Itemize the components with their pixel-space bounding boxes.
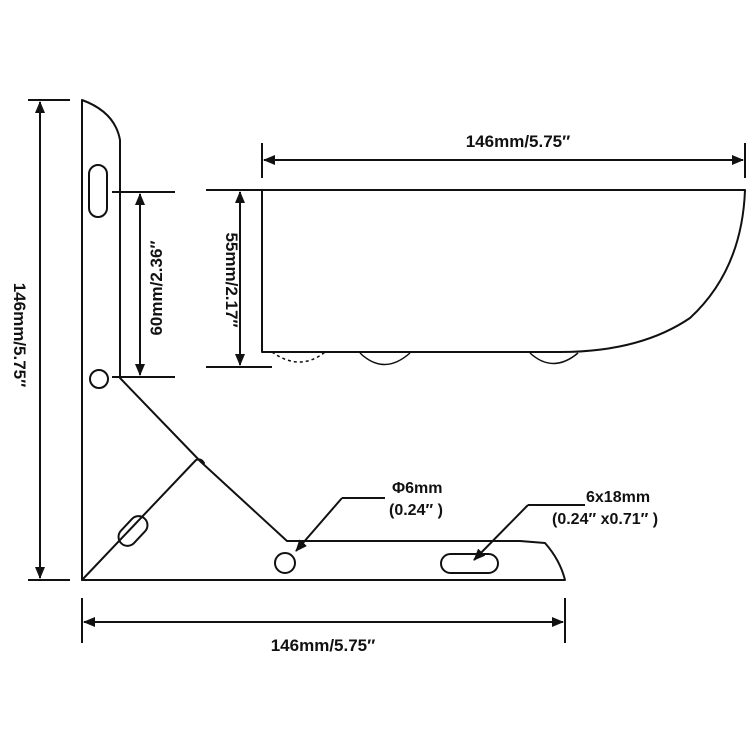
bracket-front-view xyxy=(81,99,566,581)
slot-size-label: 6x18mm xyxy=(586,489,650,506)
inner-height-label: 60mm/2.36″ xyxy=(147,240,166,335)
brace-slot xyxy=(117,515,149,547)
side-height-label: 55mm/2.17″ xyxy=(222,232,241,327)
callout-slot: 6x18mm (0.24″ x0.71″ ) xyxy=(473,489,658,561)
side-plate xyxy=(261,189,746,353)
bottom-width-label: 146mm/5.75″ xyxy=(271,636,376,655)
dim-side-height: 55mm/2.17″ xyxy=(206,189,272,368)
top-width-label: 146mm/5.75″ xyxy=(466,132,571,151)
bump-2 xyxy=(529,352,579,365)
vertical-hole xyxy=(89,369,109,389)
left-height-label: 146mm/5.75″ xyxy=(10,283,29,388)
leader-arrow xyxy=(295,497,343,552)
leader-arrow xyxy=(473,504,529,561)
dim-left-height: 146mm/5.75″ xyxy=(10,99,70,581)
callout-hole: Φ6mm (0.24″ ) xyxy=(295,480,443,552)
horizontal-slot xyxy=(440,553,499,574)
vertical-slot xyxy=(88,164,108,218)
slot-size-inch: (0.24″ x0.71″ ) xyxy=(552,511,658,528)
hole-size-inch: (0.24″ ) xyxy=(389,502,443,519)
bump-1 xyxy=(359,352,411,366)
hole-size-label: Φ6mm xyxy=(392,480,442,497)
bracket-outline xyxy=(81,99,566,581)
horizontal-hole xyxy=(274,552,296,574)
bracket-side-view xyxy=(261,189,746,366)
hidden-edge xyxy=(271,351,326,363)
dim-top-width: 146mm/5.75″ xyxy=(261,132,746,178)
dim-bottom-width: 146mm/5.75″ xyxy=(81,598,566,655)
brace-line xyxy=(81,458,205,581)
dim-inner-height: 60mm/2.36″ xyxy=(112,191,175,378)
